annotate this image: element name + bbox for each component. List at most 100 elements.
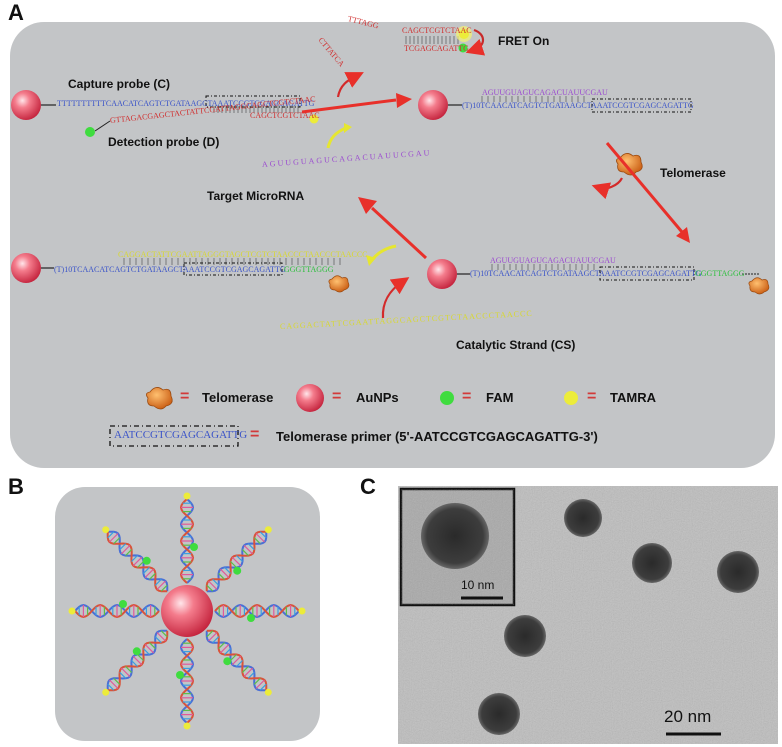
dna-base-pair (148, 642, 156, 650)
dna-backbone (205, 530, 267, 592)
arrow-yellow-top (326, 126, 347, 149)
dna-base-pair (137, 561, 144, 568)
dna-base-pair (206, 584, 214, 592)
panel-c-letter: C (360, 474, 376, 499)
central-aunp (161, 585, 213, 637)
dna-base-pair (125, 665, 133, 673)
dna-base-pair (224, 566, 232, 574)
dna-base-pair (255, 533, 265, 543)
catalytic-strand-label: Catalytic Strand (CS) (456, 338, 576, 352)
seq-t10-top: (T)10TCAACATCAGTCTGATAAGCTAAATCCGTCGAGCA… (462, 101, 694, 110)
aunp-particle (11, 90, 41, 120)
dna-backbone (205, 630, 267, 692)
telomerase-icon-2 (748, 277, 770, 295)
dna-base-pair (243, 667, 254, 678)
dna-base-pair (109, 679, 119, 689)
dna-base-pair (120, 544, 131, 555)
dna-base-pair (160, 630, 168, 638)
seq-fret-stem-top: CAGCTCGTCTAAC (402, 26, 472, 35)
dna-base-pair (131, 660, 138, 667)
legend-telomerase: Telomerase (202, 390, 274, 405)
dna-base-pair (259, 683, 267, 691)
panel-b-nanoparticle-diagram (68, 492, 306, 730)
legend-telomerase-icon (146, 387, 173, 410)
dna-base-pair (230, 654, 237, 661)
panel-c-tem-image (398, 486, 778, 744)
dna-base-pair (119, 671, 127, 679)
dna-base-pair (142, 648, 150, 656)
dna-base-pair (224, 648, 232, 656)
fam-dot (223, 657, 232, 666)
panel-a-letter: A (8, 0, 24, 25)
dna-base-pair (144, 568, 155, 579)
primer-box-right (591, 98, 692, 113)
legend-eq-primer: = (250, 426, 260, 443)
fam-dot (119, 600, 127, 608)
dna-base-pair (132, 556, 143, 567)
capture-probe-complex (11, 90, 319, 137)
legend-tamra-icon (564, 391, 578, 405)
cs-bound-complex (11, 253, 350, 293)
tamra-dot (264, 688, 272, 696)
fam-dot (190, 543, 198, 551)
dna-base-pair (156, 632, 166, 642)
legend-fam: FAM (486, 390, 514, 405)
tem-particle-1 (564, 499, 602, 537)
inset-scale-label: 10 nm (461, 578, 495, 592)
dna-base-pair (109, 533, 119, 543)
legend-tamra: TAMRA (610, 390, 656, 405)
dna-base-pair (142, 566, 150, 574)
dna-base-pair (206, 630, 214, 638)
main-scale-label: 20 nm (664, 707, 712, 726)
dna-base-pair (241, 549, 249, 557)
dna-base-pair (208, 580, 218, 590)
dna-backbone (107, 630, 169, 692)
dna-base-pair (154, 578, 162, 586)
tamra-dot (298, 607, 306, 615)
dna-base-pair (243, 544, 254, 555)
dna-backbone (206, 531, 268, 593)
extended-complex (427, 259, 770, 295)
dna-base-pair (148, 572, 156, 580)
dna-backbone (106, 629, 168, 691)
fret-hairpin (405, 26, 486, 56)
dna-base-pair (247, 671, 255, 679)
tem-particle-5 (478, 693, 520, 735)
fam-dot-fret (458, 43, 468, 53)
dna-base-pair (208, 632, 218, 642)
aunp-particle-4 (11, 253, 41, 283)
seq-ext-left: GGGTTAGGG (284, 265, 334, 274)
legend-primer-box (109, 425, 239, 447)
fam-dot (176, 671, 184, 679)
dna-base-pair (125, 549, 133, 557)
dna-base-pair (119, 543, 127, 551)
arrow-top (301, 98, 397, 114)
legend-aunps: AuNPs (356, 390, 399, 405)
dna-base-pair (219, 568, 230, 579)
legend-aunp-icon (296, 384, 324, 412)
fam-dot (85, 127, 95, 137)
fret-on-label: FRET On (498, 34, 550, 48)
fam-dot (142, 556, 151, 565)
telomerase-label: Telomerase (660, 166, 726, 180)
tem-particle-3 (717, 551, 759, 593)
tamra-dot (183, 722, 191, 730)
seq-mirna-top: AGUUGUAGUCAGACUAUUCGAU (482, 88, 608, 97)
dna-base-pair (156, 580, 166, 590)
seq-detection-top: CAGCTCGTCTAAC (250, 111, 320, 120)
legend-eq-telomerase: = (180, 388, 190, 405)
legend-primer-desc: Telomerase primer (5'-AATCCGTCGAGCAGATTG… (276, 429, 598, 444)
aunp-particle-2 (418, 90, 448, 120)
arrow-up (370, 206, 428, 260)
dna-base-pair (120, 667, 131, 678)
tem-inset-particle (421, 503, 489, 569)
dna-base-pair (160, 584, 168, 592)
dna-base-pair (247, 543, 255, 551)
seq-capture: TTTTTTTTTTCAACATCAGTCTGATAAGCTAAATCCGTCG… (57, 99, 315, 108)
seq-cs-top: CAGGACTATTCGAATTAGGGTAGCTCGTCTAACCCTAACC… (118, 250, 368, 259)
tamra-dot (183, 492, 191, 500)
dna-backbone (206, 629, 268, 691)
dna-base-pair (236, 660, 243, 667)
fret-curve-arrow (465, 28, 486, 56)
legend-eq-aunps: = (332, 388, 342, 405)
